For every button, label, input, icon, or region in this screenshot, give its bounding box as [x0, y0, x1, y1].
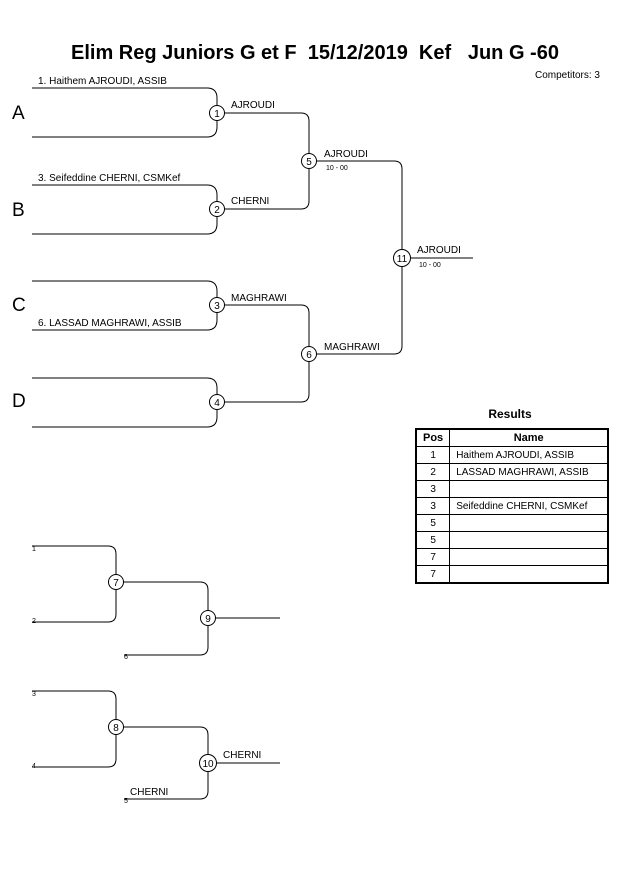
- table-row: 7: [415, 548, 609, 566]
- result-name: Seifeddine CHERNI, CSMKef: [449, 497, 609, 515]
- match-number: 11: [397, 254, 408, 265]
- repechage-tag: 1: [32, 546, 36, 553]
- result-name: [449, 565, 609, 584]
- final-score: 10 - 00: [419, 262, 441, 269]
- match-winner: AJROUDI: [324, 149, 368, 160]
- result-pos: 3: [415, 497, 451, 515]
- repechage-tag: 4: [32, 763, 36, 770]
- match-circle: [209, 394, 225, 410]
- result-name: [449, 514, 609, 532]
- match-number: 9: [205, 614, 211, 625]
- repechage-tag: 2: [32, 618, 36, 625]
- table-row: 3 Seifeddine CHERNI, CSMKef: [415, 497, 609, 515]
- result-pos: 5: [415, 531, 451, 549]
- table-row: 5: [415, 531, 609, 549]
- result-pos: 7: [415, 548, 451, 566]
- result-pos: 7: [415, 565, 451, 584]
- results-header-name: Name: [449, 428, 609, 447]
- match-number: 8: [113, 723, 119, 734]
- match-circle: [199, 754, 217, 772]
- page-title: Elim Reg Juniors G et F 15/12/2019 Kef J…: [71, 42, 559, 64]
- table-row: 1 Haithem AJROUDI, ASSIB: [415, 446, 609, 464]
- match-number: 4: [214, 398, 220, 409]
- table-row: 3: [415, 480, 609, 498]
- result-name: LASSAD MAGHRAWI, ASSIB: [449, 463, 609, 481]
- match-number: 7: [113, 578, 119, 589]
- match-circle: [200, 610, 216, 626]
- result-name: [449, 548, 609, 566]
- match-number: 3: [214, 301, 220, 312]
- final-winner: AJROUDI: [417, 245, 461, 256]
- result-pos: 5: [415, 514, 451, 532]
- result-name: [449, 531, 609, 549]
- repechage-tag: 3: [32, 691, 36, 698]
- result-name: [449, 480, 609, 498]
- result-name: Haithem AJROUDI, ASSIB: [449, 446, 609, 464]
- match-winner: AJROUDI: [231, 100, 275, 111]
- pool-label-c: C: [12, 295, 26, 316]
- match-circle: [301, 346, 317, 362]
- match-score: 10 - 00: [326, 165, 348, 172]
- result-pos: 1: [415, 446, 451, 464]
- match-circle: [209, 105, 225, 121]
- match-number: 5: [306, 157, 312, 168]
- table-row: 5: [415, 514, 609, 532]
- match-circle: [393, 249, 411, 267]
- pool-label-d: D: [12, 391, 26, 412]
- match-winner: CHERNI: [223, 750, 261, 761]
- match-number: 1: [214, 109, 220, 120]
- pool-label-a: A: [12, 103, 25, 124]
- match-circle: [209, 297, 225, 313]
- repechage-tag: 6: [124, 654, 128, 661]
- match-circle: [108, 719, 124, 735]
- pool-label-b: B: [12, 200, 25, 221]
- repechage-tag: 5: [124, 798, 128, 805]
- competitors-count: Competitors: 3: [534, 70, 600, 81]
- match-winner: MAGHRAWI: [231, 293, 287, 304]
- match-number: 2: [214, 205, 220, 216]
- repechage-entry: CHERNI: [130, 787, 168, 798]
- table-row: 2 LASSAD MAGHRAWI, ASSIB: [415, 463, 609, 481]
- result-pos: 3: [415, 480, 451, 498]
- match-circle: [108, 574, 124, 590]
- entry-name: 3. Seifeddine CHERNI, CSMKef: [38, 173, 181, 184]
- match-circle: [209, 201, 225, 217]
- results-header-pos: Pos: [415, 428, 451, 447]
- results-table: Pos Name 1 Haithem AJROUDI, ASSIB 2 LASS…: [415, 428, 610, 584]
- entry-name: 6. LASSAD MAGHRAWI, ASSIB: [38, 318, 182, 329]
- match-number: 6: [306, 350, 312, 361]
- entry-name: 1. Haithem AJROUDI, ASSIB: [38, 76, 167, 87]
- match-winner: MAGHRAWI: [324, 342, 380, 353]
- match-circle: [301, 153, 317, 169]
- result-pos: 2: [415, 463, 451, 481]
- table-row: 7: [415, 565, 609, 584]
- match-number: 10: [202, 759, 214, 770]
- results-header-row: Pos Name: [415, 428, 609, 447]
- match-winner: CHERNI: [231, 196, 269, 207]
- results-title: Results: [488, 407, 532, 421]
